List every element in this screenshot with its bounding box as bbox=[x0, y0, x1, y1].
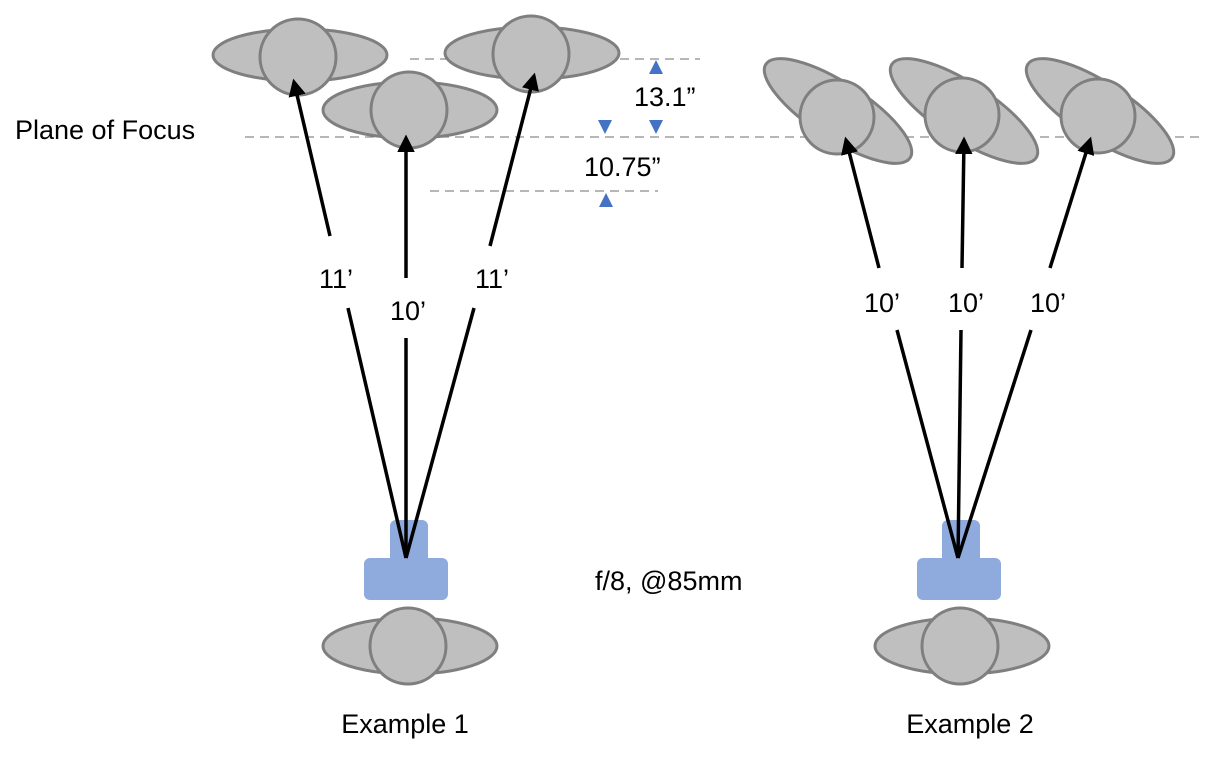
example-2-caption: Example 2 bbox=[906, 709, 1034, 739]
subject-center-ex2 bbox=[888, 57, 1040, 165]
exposure-label: f/8, @85mm bbox=[595, 566, 742, 596]
ray-right-ex1 bbox=[404, 72, 539, 559]
front-depth-label: 10.75” bbox=[584, 152, 661, 182]
dimension-arrow-up-icon bbox=[599, 193, 613, 207]
ray-right-ex2 bbox=[956, 136, 1095, 559]
ray-left-ex2 bbox=[841, 136, 960, 559]
distance-label-center-ex1: 10’ bbox=[390, 296, 426, 326]
photographer-ex2 bbox=[873, 606, 1051, 686]
subject-left-ex1 bbox=[211, 17, 389, 97]
distance-label-center-ex2: 10’ bbox=[948, 288, 984, 318]
dimension-arrow-down-icon bbox=[598, 120, 612, 134]
distance-label-left-ex1: 11’ bbox=[319, 264, 353, 294]
back-depth-label: 13.1” bbox=[634, 82, 696, 112]
ray-center-ex2 bbox=[955, 136, 973, 559]
subject-left-ex2 bbox=[762, 57, 914, 165]
distance-label-right-ex2: 10’ bbox=[1030, 288, 1066, 318]
photographer-ex1 bbox=[321, 606, 499, 686]
subject-center-ex1 bbox=[321, 70, 499, 150]
distance-label-right-ex1: 11’ bbox=[475, 264, 509, 294]
dimension-arrow-up-icon bbox=[649, 60, 663, 74]
plane-of-focus-label: Plane of Focus bbox=[15, 115, 195, 145]
dimension-arrow-down-icon bbox=[649, 120, 663, 134]
example-1-caption: Example 1 bbox=[341, 709, 469, 739]
distance-label-left-ex2: 10’ bbox=[864, 288, 900, 318]
subject-right-ex2 bbox=[1024, 57, 1176, 165]
ray-left-ex1 bbox=[288, 78, 408, 559]
